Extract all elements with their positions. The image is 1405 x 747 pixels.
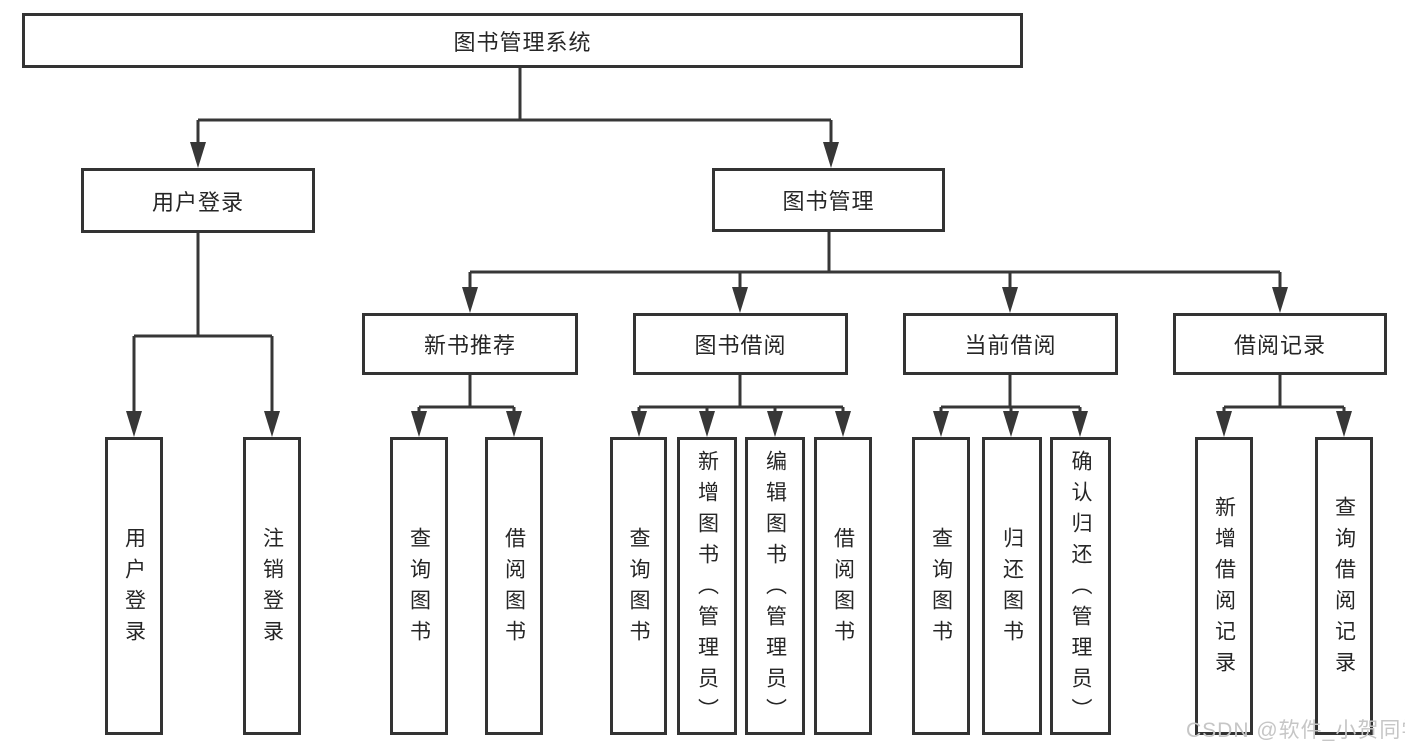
leaf-query-book-borrow: 查询图书 (610, 437, 667, 735)
connector-bookmgmt-to-level3 (468, 232, 1282, 289)
arrow-down-icon (1336, 411, 1352, 437)
arrow-down-icon (1216, 411, 1232, 437)
leaf-borrow-book: 借阅图书 (814, 437, 872, 735)
leaf-borrow-book-recommend: 借阅图书 (485, 437, 543, 735)
leaf-confirm-return-admin: 确认归还（管理员） (1050, 437, 1111, 735)
node-root-system: 图书管理系统 (22, 13, 1023, 68)
leaf-logout: 注销登录 (243, 437, 301, 735)
arrow-down-icon (411, 411, 427, 437)
connector-newbookrec-to-leaves (417, 375, 516, 413)
leaf-query-borrow-record: 查询借阅记录 (1315, 437, 1373, 735)
csdn-watermark: CSDN @软件_小贺同学 (1186, 719, 1405, 742)
arrow-down-icon (699, 411, 715, 437)
arrow-down-icon (823, 142, 839, 168)
leaf-add-borrow-record: 新增借阅记录 (1195, 437, 1253, 735)
connector-currentborrow-to-leaves (939, 375, 1082, 413)
arrow-down-icon (767, 411, 783, 437)
leaf-edit-book-admin: 编辑图书（管理员） (745, 437, 805, 735)
connector-userlogin-to-leaves (132, 233, 274, 413)
node-book-management: 图书管理 (712, 168, 945, 232)
node-user-login: 用户登录 (81, 168, 315, 233)
arrowheads (126, 142, 1352, 437)
connector-bookborrow-to-leaves (637, 375, 845, 413)
arrow-down-icon (190, 142, 206, 168)
node-current-borrow: 当前借阅 (903, 313, 1118, 375)
arrow-down-icon (631, 411, 647, 437)
leaf-query-book-current: 查询图书 (912, 437, 970, 735)
connector-borrowrecord-to-leaves (1222, 375, 1346, 413)
leaf-add-book-admin: 新增图书（管理员） (677, 437, 737, 735)
arrow-down-icon (835, 411, 851, 437)
arrow-down-icon (1072, 411, 1088, 437)
arrow-down-icon (732, 287, 748, 313)
arrow-down-icon (264, 411, 280, 437)
arrow-down-icon (506, 411, 522, 437)
leaf-query-book-recommend: 查询图书 (390, 437, 448, 735)
arrow-down-icon (1002, 287, 1018, 313)
node-book-borrow: 图书借阅 (633, 313, 848, 375)
arrow-down-icon (462, 287, 478, 313)
arrow-down-icon (1003, 411, 1019, 437)
leaf-user-login: 用户登录 (105, 437, 163, 735)
node-borrow-record: 借阅记录 (1173, 313, 1387, 375)
leaf-return-book: 归还图书 (982, 437, 1042, 735)
arrow-down-icon (126, 411, 142, 437)
node-new-book-recommend: 新书推荐 (362, 313, 578, 375)
connector-root-to-level2 (196, 68, 833, 144)
arrow-down-icon (933, 411, 949, 437)
arrow-down-icon (1272, 287, 1288, 313)
